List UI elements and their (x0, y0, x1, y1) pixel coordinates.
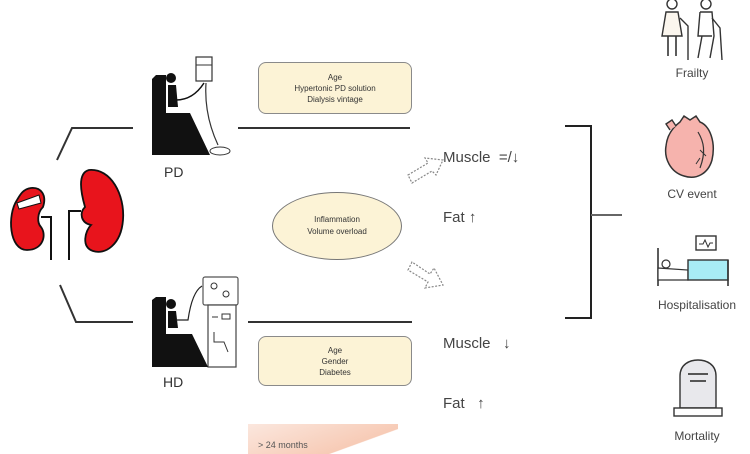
pd-fat-change: Fat ↑ (443, 209, 477, 226)
heart-icon (664, 114, 714, 178)
shared-factors-ellipse: Inflammation Volume overload (272, 192, 402, 260)
kidney-to-pd-connector (56, 127, 133, 161)
pd-factor: Dialysis vintage (307, 94, 363, 104)
hd-patient-icon (152, 276, 239, 368)
pd-label: PD (164, 164, 184, 180)
shared-factor: Inflammation (314, 215, 360, 224)
pd-body-composition: Muscle =/↓ Fat ↑ (443, 108, 519, 248)
pd-muscle-change: Muscle =/↓ (443, 149, 520, 166)
pd-factor: Hypertonic PD solution (294, 83, 376, 93)
hd-risk-factors-box: Age Gender Diabetes (258, 336, 412, 386)
arrow-to-pd-outcome-icon (407, 157, 444, 184)
hd-label: HD (163, 374, 184, 390)
pd-factor: Age (327, 72, 343, 82)
pd-risk-factors-box: Age Hypertonic PD solution Dialysis vint… (258, 62, 412, 114)
shared-factor: Volume overload (307, 227, 367, 236)
outcome-mortality-label: Mortality (674, 429, 720, 443)
duration-indicator: > 24 months (248, 424, 398, 454)
kidney-to-hd-connector (59, 284, 133, 323)
outcome-hospitalisation-label: Hospitalisation (657, 298, 737, 312)
outcome-bracket (565, 125, 592, 319)
hd-factor: Age (327, 345, 343, 355)
hd-factor: Gender (321, 356, 349, 366)
pd-patient-icon (152, 56, 231, 156)
elderly-people-icon (661, 0, 723, 61)
outcome-cv-event-label: CV event (667, 187, 717, 201)
hd-muscle-change: Muscle ↓ (443, 335, 511, 352)
outcome-frailty-label: Frailty (675, 66, 709, 80)
hd-fat-change: Fat ↑ (443, 395, 485, 412)
hd-factor: Diabetes (319, 367, 351, 377)
tombstone-icon (673, 359, 723, 417)
hospital-bed-icon (657, 235, 729, 286)
kidneys-icon (10, 169, 124, 260)
arrow-to-hd-outcome-icon (407, 261, 444, 289)
hd-body-composition: Muscle ↓ Fat ↑ (443, 294, 511, 434)
duration-label: > 24 months (258, 440, 308, 450)
